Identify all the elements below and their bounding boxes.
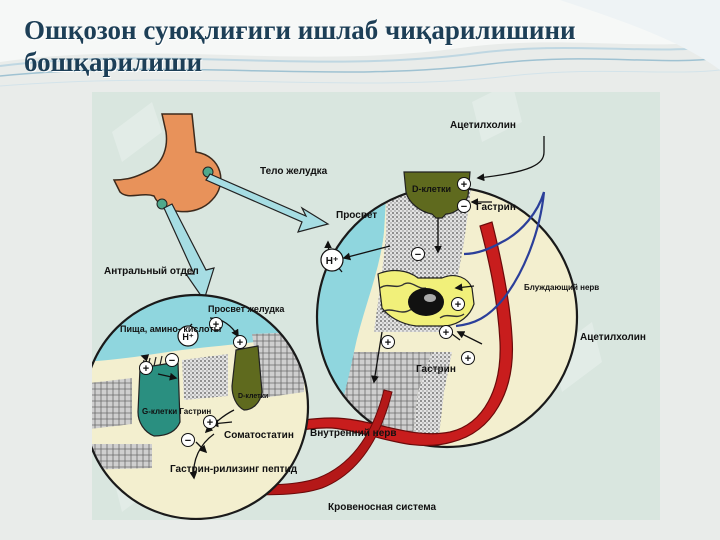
svg-text:+: + bbox=[207, 417, 213, 429]
label-vagus-nerve: Блуждающий нерв bbox=[524, 283, 599, 292]
vagus-nerve bbox=[455, 191, 546, 328]
label-body-of-stomach: Тело желудка bbox=[260, 166, 328, 177]
bottom-minus-somatostatin: − bbox=[181, 433, 195, 447]
svg-text:+: + bbox=[143, 363, 149, 375]
label-food-amino-acids: Пища, амино- кислоты bbox=[120, 324, 222, 334]
bottom-plus-h: + bbox=[209, 317, 223, 331]
antrum-mucosa-zoom bbox=[92, 295, 308, 519]
d-cell-bottom bbox=[231, 345, 263, 411]
bottom-plus-nerve: + bbox=[203, 415, 217, 429]
h-plus-top: H⁺ bbox=[320, 248, 344, 272]
bottom-plus-food: + bbox=[139, 361, 153, 375]
label-gastrin-middle: Гастрин bbox=[416, 364, 456, 375]
label-top-acetylcholine: Ацетилхолин bbox=[450, 120, 516, 131]
label-d-cells-top: D-клетки bbox=[412, 184, 451, 194]
zoom-arrow-antrum bbox=[163, 203, 215, 302]
slide-title: Ошқозон суюқлиғиги ишлаб чиқарилишини бо… bbox=[24, 15, 576, 77]
svg-text:+: + bbox=[461, 179, 467, 191]
svg-text:H⁺: H⁺ bbox=[182, 332, 193, 342]
gastric-secretion-diagram: + − − + + + + + − + + + bbox=[92, 92, 646, 520]
bottom-plus-d: + bbox=[233, 335, 247, 349]
h-plus-bottom: H⁺ bbox=[177, 325, 199, 347]
svg-text:+: + bbox=[237, 337, 243, 349]
parietal-nucleus bbox=[408, 288, 444, 316]
label-grp: Гастрин-рилизинг пептид bbox=[170, 464, 298, 475]
svg-text:+: + bbox=[385, 337, 391, 349]
zoom-arrow-body bbox=[205, 173, 330, 233]
label-circulatory-system: Кровеносная система bbox=[328, 502, 437, 513]
svg-text:H⁺: H⁺ bbox=[326, 256, 339, 267]
parietal-plus-1: + bbox=[451, 297, 465, 311]
svg-text:+: + bbox=[455, 299, 461, 311]
label-d-cells-bottom: D-клетки bbox=[238, 393, 268, 400]
label-gastrin-top: Гастрин bbox=[476, 202, 516, 213]
top-minus-gastrin: − bbox=[457, 199, 471, 213]
label-somatostatin: Соматостатин bbox=[224, 430, 294, 441]
svg-text:−: − bbox=[415, 249, 421, 261]
svg-text:+: + bbox=[443, 327, 449, 339]
stomach-antrum-marker bbox=[156, 198, 168, 210]
label-stomach-lumen: Просвет желудка bbox=[208, 304, 285, 314]
svg-text:−: − bbox=[185, 435, 191, 447]
g-cell bbox=[137, 361, 181, 437]
top-plus-acetylcholine: + bbox=[457, 177, 471, 191]
svg-text:−: − bbox=[461, 201, 467, 213]
label-g-cells-gastrin: G-клетки Гастрин bbox=[142, 407, 211, 416]
top-minus-somatostatin: − bbox=[411, 247, 425, 261]
label-lumen: Просвет bbox=[336, 210, 377, 221]
label-right-acetylcholine: Ацетилхолин bbox=[580, 332, 646, 343]
label-antral-section: Антральный отдел bbox=[104, 266, 199, 277]
parietal-plus-2: + bbox=[439, 325, 453, 339]
diagram-panel: + − − + + + + + − + + + bbox=[92, 92, 660, 520]
parietal-plus-3: + bbox=[381, 335, 395, 349]
svg-text:−: − bbox=[169, 355, 175, 367]
vessel-plus: + bbox=[461, 351, 475, 365]
bottom-minus-h: − bbox=[165, 353, 179, 367]
label-intramural-nerve: Внутренний нерв bbox=[310, 428, 397, 439]
svg-text:+: + bbox=[465, 353, 471, 365]
svg-text:+: + bbox=[213, 319, 219, 331]
